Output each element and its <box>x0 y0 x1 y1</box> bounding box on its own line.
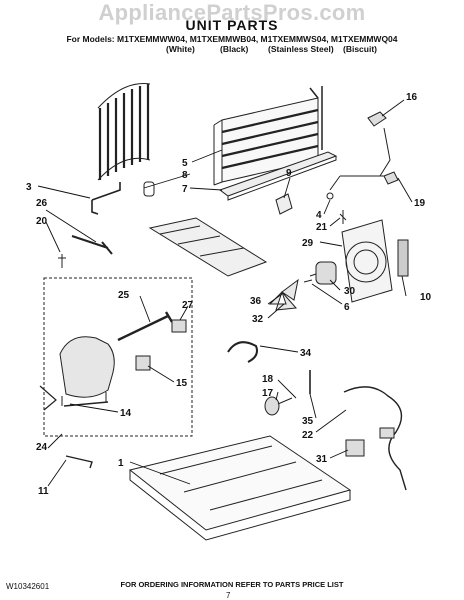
callout-24: 24 <box>36 442 48 453</box>
callout-29: 29 <box>302 238 314 249</box>
variant-white: (White) <box>166 44 195 54</box>
leader-lines <box>37 99 413 487</box>
callout-36: 36 <box>250 296 262 307</box>
overload-protector <box>171 319 187 333</box>
callout-16: 16 <box>406 92 418 103</box>
document-number: W10342601 <box>6 582 50 591</box>
callout-14: 14 <box>120 408 132 419</box>
callout-18: 18 <box>262 374 274 385</box>
wire-clip <box>65 455 93 469</box>
screw-20 <box>58 254 66 268</box>
capacitor <box>117 311 174 342</box>
compressor <box>59 336 115 407</box>
evaporator-coil <box>213 86 323 186</box>
grommet-part <box>143 181 155 197</box>
callout-3: 3 <box>26 182 32 193</box>
drain-tray <box>218 151 338 201</box>
watermark-text: AppliancePartsPros.com <box>98 0 366 25</box>
callout-11: 11 <box>38 486 49 497</box>
callout-15: 15 <box>176 378 188 389</box>
callout-19: 19 <box>414 198 426 209</box>
callout-6: 6 <box>344 302 350 313</box>
page-number: 7 <box>226 591 231 600</box>
callout-34: 34 <box>300 348 312 359</box>
callout-27: 27 <box>182 300 194 311</box>
fan-blade <box>268 278 299 311</box>
page-title: UNIT PARTS <box>185 17 279 33</box>
base-plate <box>128 435 352 541</box>
callout-25: 25 <box>118 290 130 301</box>
callout-21: 21 <box>316 222 328 233</box>
wire-harness <box>343 386 407 491</box>
callout-4: 4 <box>316 210 322 221</box>
refrigerant-line <box>227 341 258 363</box>
fan-shroud <box>341 219 393 303</box>
base-tray <box>148 217 268 277</box>
model-list: For Models: M1TXEMMWW04, M1TXEMMWB04, M1… <box>66 34 398 44</box>
variant-black: (Black) <box>220 44 249 54</box>
callout-32: 32 <box>252 314 264 325</box>
callout-31: 31 <box>316 454 328 465</box>
callout-30: 30 <box>344 286 356 297</box>
filter-drier <box>264 396 293 416</box>
callout-7: 7 <box>182 184 188 195</box>
compressor-group-box <box>43 277 193 437</box>
variant-stainless: (Stainless Steel) <box>268 44 334 54</box>
condenser-coil <box>91 83 151 215</box>
callout-26: 26 <box>36 198 48 209</box>
tubing-bend <box>39 385 57 411</box>
callout-20: 20 <box>36 216 48 227</box>
ordering-note: FOR ORDERING INFORMATION REFER TO PARTS … <box>120 580 344 589</box>
callout-17: 17 <box>262 388 274 399</box>
insulation-strip <box>397 239 409 277</box>
starter-relay <box>135 355 151 371</box>
callout-5: 5 <box>182 158 188 169</box>
callout-1: 1 <box>118 458 124 469</box>
callout-22: 22 <box>302 430 314 441</box>
mounting-clip <box>275 193 293 215</box>
variant-biscuit: (Biscuit) <box>343 44 377 54</box>
sensor-harness <box>326 111 392 200</box>
callout-9: 9 <box>286 168 292 179</box>
connector-19 <box>383 171 399 185</box>
callout-10: 10 <box>420 292 432 303</box>
callout-8: 8 <box>182 170 188 181</box>
screw-21 <box>339 210 347 224</box>
callout-35: 35 <box>302 416 314 427</box>
drain-tube <box>71 235 113 255</box>
fan-motor <box>303 261 337 285</box>
